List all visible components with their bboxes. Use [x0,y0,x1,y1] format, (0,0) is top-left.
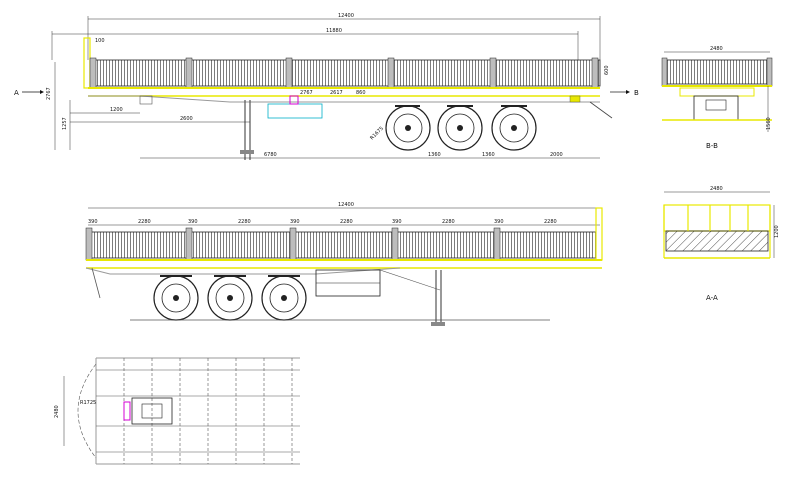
aa-title: A-A [706,294,718,302]
dim-deck: 11880 [326,28,342,34]
dim-side-h: 600 [604,65,610,75]
wheels-top [385,105,537,151]
plan-radius: R1725 [80,400,96,406]
mid-sp-1: 2280 [138,219,151,225]
mid-sp-0: 390 [88,219,98,225]
section-bb: 2480 1560 B-B [661,46,773,150]
mid-sp-9: 2280 [544,219,557,225]
dim-kingpin: 1257 [62,117,68,130]
dim-d2: 2600 [180,116,193,122]
mid-sp-7: 2280 [442,219,455,225]
mid-sp-4: 390 [290,219,300,225]
mid-sp-2: 390 [188,219,198,225]
mid-sp-5: 2280 [340,219,353,225]
dim-small-1: 2767 [300,90,313,96]
dim-d6: 2000 [550,152,563,158]
dim-d1: 1200 [110,107,123,113]
bb-width: 2480 [710,46,723,52]
marker-a-left: A [14,89,19,97]
mid-overall: 12400 [338,202,354,208]
side-view-middle: 12400 390 2280 390 2280 390 2280 390 228… [85,202,603,326]
mid-sp-3: 2280 [238,219,251,225]
dim-d5: 1360 [482,152,495,158]
dim-d3: 6780 [264,152,277,158]
marker-b-right: B [634,89,639,97]
plan-view: 2480 R1725 [54,357,300,465]
dim-small-2: 2617 [330,90,343,96]
plan-width: 2480 [54,405,60,418]
aa-height: 1200 [774,225,780,238]
bb-height: 1560 [766,117,772,130]
dim-small-3: 860 [356,90,366,96]
aa-width: 2480 [710,186,723,192]
section-aa: 2480 1200 A-A [663,186,780,302]
dim-overall-top: 12400 [338,13,354,19]
mid-sp-8: 390 [494,219,504,225]
dim-kingpin-r: R1675 [369,126,385,142]
side-view-top: 12400 11880 100 600 2767 1257 A B [14,13,639,160]
dim-d4: 1360 [428,152,441,158]
mid-sp-6: 390 [392,219,402,225]
dim-front: 100 [95,38,105,44]
bb-title: B-B [706,142,718,150]
dim-height: 2767 [46,87,52,100]
